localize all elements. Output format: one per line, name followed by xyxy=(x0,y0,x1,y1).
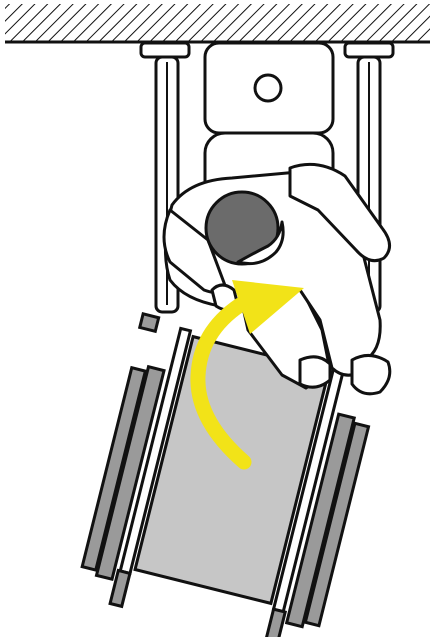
right-handle xyxy=(265,609,285,637)
right-foot xyxy=(300,357,330,387)
flush-button xyxy=(255,75,281,101)
left-caster xyxy=(140,314,159,331)
wall xyxy=(5,4,430,42)
right-knee xyxy=(352,355,390,393)
